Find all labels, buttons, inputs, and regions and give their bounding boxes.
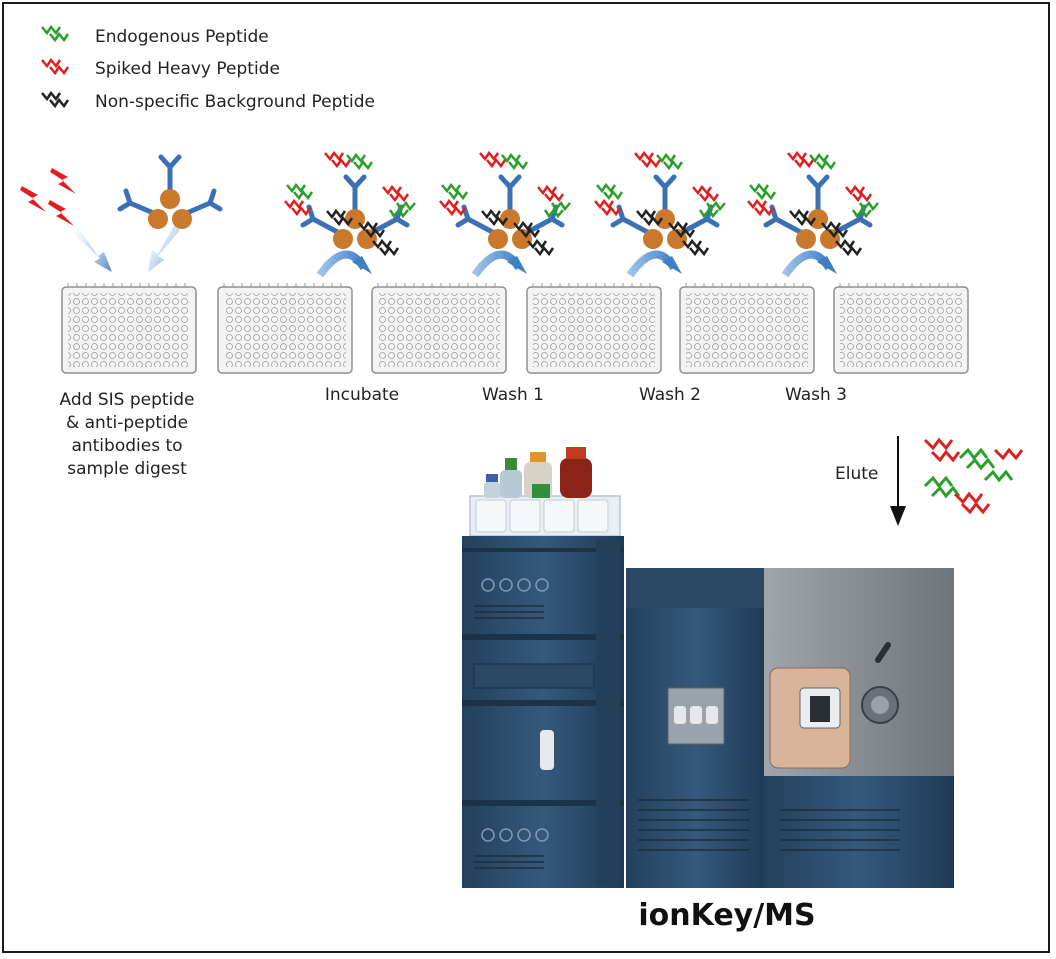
antibody-peptide-complex-2-icon	[439, 150, 571, 257]
step-add-line-1: Add SIS peptide	[60, 390, 195, 410]
transfer-arrow-1-icon	[316, 250, 372, 278]
loaded-clusters	[284, 150, 879, 257]
step-incubate-label: Incubate	[325, 385, 399, 405]
plates	[61, 283, 969, 374]
elute-down-arrow-icon	[890, 436, 906, 526]
legend-heavy-icon	[41, 57, 70, 76]
step-add-line-3: antibodies to	[71, 436, 182, 456]
microplate-4	[526, 283, 662, 374]
transfer-arrows	[316, 250, 837, 278]
legend: Endogenous Peptide Spiked Heavy Peptide …	[41, 24, 375, 112]
antibody-bead-cluster-icon	[117, 154, 223, 229]
legend-background-icon	[41, 90, 70, 109]
eluted-peptides-icon	[923, 437, 1024, 515]
transfer-arrow-3-icon	[626, 250, 682, 278]
antibody-peptide-complex-4-icon	[747, 150, 879, 257]
legend-heavy-label: Spiked Heavy Peptide	[95, 59, 280, 79]
antibody-peptide-complex-3-icon	[594, 150, 726, 257]
legend-endogenous-icon	[41, 24, 70, 43]
instrument-label: ionKey/MS	[638, 898, 815, 933]
add-arrows	[70, 224, 180, 272]
microplate-1	[61, 283, 197, 374]
transfer-arrow-4-icon	[781, 250, 837, 278]
step-add-line-4: sample digest	[67, 459, 187, 479]
step-elute-label: Elute	[835, 464, 878, 484]
step-wash2-label: Wash 2	[639, 385, 701, 405]
step-add-label: Add SIS peptide & anti-peptide antibodie…	[60, 390, 195, 479]
step-add-line-2: & anti-peptide	[66, 413, 188, 433]
step-wash3-label: Wash 3	[785, 385, 847, 405]
microplate-3	[371, 283, 507, 374]
solvent-bottles	[469, 447, 621, 537]
legend-background-label: Non-specific Background Peptide	[95, 92, 375, 112]
legend-endogenous-label: Endogenous Peptide	[95, 27, 269, 47]
microplate-6	[833, 283, 969, 374]
antibody-peptide-complex-1-icon	[284, 150, 416, 257]
step-wash1-label: Wash 1	[482, 385, 544, 405]
spiked-peptide-lightning-icon	[20, 168, 76, 226]
microplate-2	[217, 283, 353, 374]
transfer-arrow-2-icon	[471, 250, 527, 278]
ionkey-ms-instrument	[462, 447, 954, 888]
microplate-5	[679, 283, 815, 374]
